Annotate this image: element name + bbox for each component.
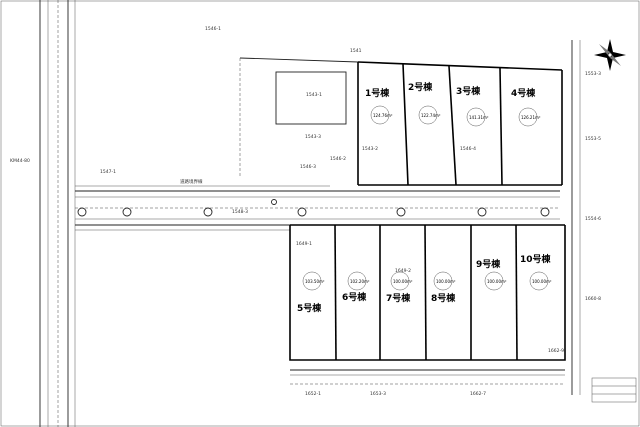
parcel-building: 1543-1	[306, 92, 322, 98]
lot-7-label: 7号棟	[386, 292, 411, 304]
south-lot: 1649-2	[395, 268, 411, 274]
right-parcel-bottom: 1660-8	[585, 296, 601, 302]
lot-6: 102.20m² 6号棟	[342, 271, 370, 303]
lot-3-area: 141.31m²	[469, 115, 489, 120]
left-road-label: KM44-80	[10, 158, 30, 164]
lot-9-label: 9号棟	[476, 258, 501, 270]
parcel-center-mid: 1546-2	[330, 156, 346, 162]
lot-5-label: 5号棟	[297, 302, 322, 314]
parcel-top: 1546-1	[205, 26, 221, 32]
lot-8-label: 8号棟	[431, 292, 456, 304]
bottom-parcel-a: 1652-1	[305, 391, 321, 397]
lot-3-label: 3号棟	[456, 85, 481, 97]
lot-6-area: 102.20m²	[350, 279, 370, 284]
lot-1-label: 1号棟	[365, 87, 390, 99]
bottom-parcel-d: 1662-9	[548, 348, 564, 354]
lot-2-area: 122.74m²	[421, 113, 441, 118]
parcel-center-left: 1546-3	[300, 164, 316, 170]
bottom-parcel-c: 1662-7	[470, 391, 486, 397]
lot-9: 9号棟 100.00m²	[476, 258, 507, 291]
bottom-parcel-b: 1653-3	[370, 391, 386, 397]
compass-star-icon	[594, 39, 626, 71]
lot-4-label: 4号棟	[511, 87, 536, 99]
parcel-north-small: 1543-3	[305, 134, 321, 140]
lot-3: 3号棟 141.31m² 1546-4	[456, 85, 489, 152]
right-parcel-c: 1554-6	[585, 216, 601, 222]
lot-1-area: 124.76m²	[373, 113, 393, 118]
road-note: 道路境界線	[180, 178, 203, 185]
lot-5: 103.50m² 5号棟	[297, 271, 325, 314]
lot-10-label: 10号棟	[520, 253, 552, 265]
legend-box	[591, 377, 637, 403]
right-parcel-b: 1553-5	[585, 136, 601, 142]
lot-10-area: 100.00m²	[532, 279, 552, 284]
lot-10: 10号棟 100.00m²	[520, 253, 552, 291]
lot-2-label: 2号棟	[408, 81, 433, 93]
lot-8: 100.00m² 8号棟	[431, 271, 456, 304]
lot-7: 100.00m² 7号棟	[386, 271, 413, 304]
left-road: KM44-80	[10, 0, 76, 427]
existing-building	[275, 71, 347, 125]
lot-3-parcel: 1546-4	[460, 146, 476, 152]
road-parcel-label: 1547-1	[100, 169, 116, 175]
access-road: 1547-1 1548-3 道路境界線	[75, 169, 560, 231]
lot-6-label: 6号棟	[342, 291, 367, 303]
south-lots: 103.50m² 5号棟 102.20m² 6号棟 100.00m² 7号棟 1…	[289, 224, 566, 361]
parcel-north-block: 1541	[350, 48, 362, 54]
lot-2: 2号棟 122.74m²	[408, 81, 441, 125]
lot-4-area: 126.21m²	[521, 115, 541, 120]
right-neighbours: 1553-3 1553-5 1554-6 1660-8	[571, 40, 601, 395]
lot-9-area: 100.00m²	[487, 279, 507, 284]
south-boundary: 1652-1 1653-3 1662-7 1662-9	[290, 348, 565, 397]
right-parcel-a: 1553-3	[585, 71, 601, 77]
lot-8-area: 100.00m²	[436, 279, 456, 284]
lot-5-area: 103.50m²	[305, 279, 325, 284]
survey-markers	[77, 199, 550, 217]
lot-1-parcel: 1543-2	[362, 146, 378, 152]
lot-4: 4号棟 126.21m²	[511, 87, 541, 127]
north-block: 1541 1543-1 1543-3 1546-3 1546-2	[239, 48, 362, 178]
road-lot-label: 1548-3	[232, 209, 248, 215]
lot-7-area: 100.00m²	[393, 279, 413, 284]
north-lots: 1号棟 124.76m² 1543-2 2号棟 122.74m² 3号棟 141…	[357, 61, 563, 186]
lot-1: 1号棟 124.76m² 1543-2	[362, 87, 393, 152]
south-parcel: 1649-1	[296, 241, 312, 247]
